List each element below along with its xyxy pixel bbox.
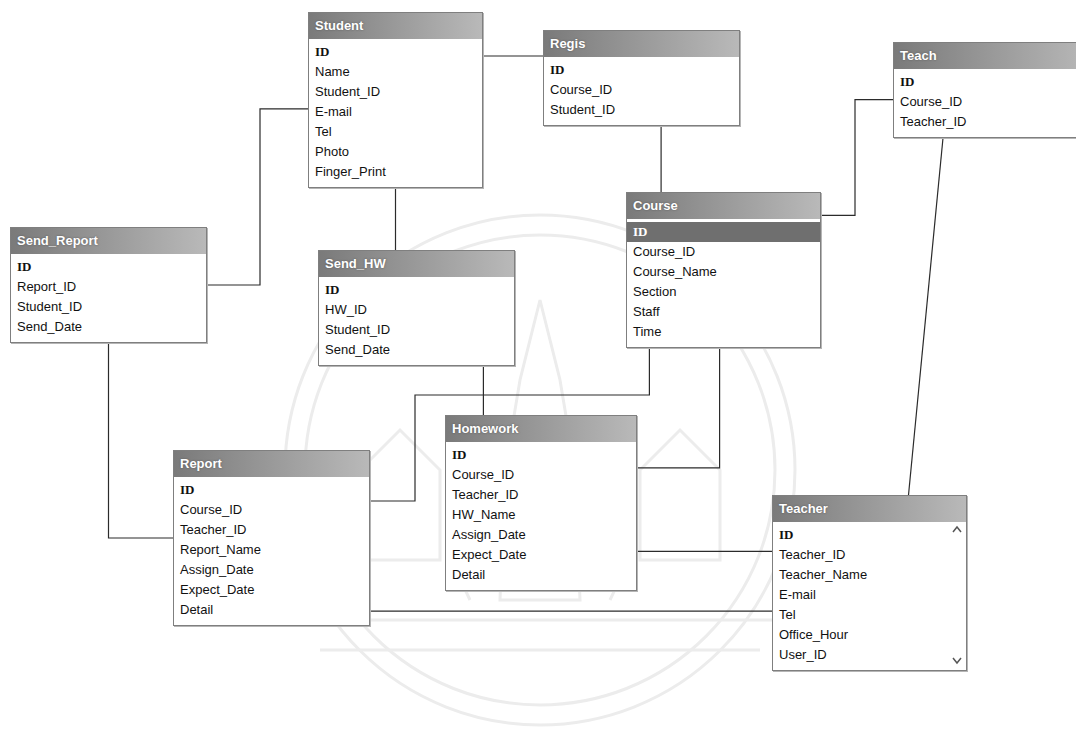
- field-name: Tel: [309, 122, 482, 142]
- relationship-line: [637, 551, 772, 552]
- relationship-line: [483, 55, 543, 56]
- table-box: TeacherIDTeacher_IDTeacher_NameE-mailTel…: [772, 495, 967, 671]
- table-box: HomeworkIDCourse_IDTeacher_IDHW_NameAssi…: [445, 415, 637, 591]
- field-name: Teacher_ID: [894, 112, 1076, 132]
- table-title: Teacher: [773, 496, 966, 522]
- field-name: Course_Name: [627, 262, 820, 282]
- table-title: Regis: [544, 31, 739, 57]
- field-name: Finger_Print: [309, 162, 482, 182]
- field-name: Time: [627, 322, 820, 342]
- field-name: Office_Hour: [773, 625, 966, 645]
- field-name: User_ID: [773, 645, 966, 665]
- table-box: RegisIDCourse_IDStudent_ID: [543, 30, 740, 126]
- field-list: IDCourse_IDTeacher_ID: [894, 69, 1076, 137]
- field-name: Staff: [627, 302, 820, 322]
- relationship-line: [207, 109, 308, 285]
- field-name: E-mail: [309, 102, 482, 122]
- field-name: Teacher_ID: [773, 545, 966, 565]
- table-box: TeachIDCourse_IDTeacher_ID: [893, 42, 1076, 138]
- field-name: Teacher_ID: [446, 485, 636, 505]
- field-name: ID: [627, 222, 820, 242]
- field-name: E-mail: [773, 585, 966, 605]
- field-list: IDCourse_IDTeacher_IDHW_NameAssign_DateE…: [446, 442, 636, 590]
- table-title: Course: [627, 193, 820, 219]
- field-name: Teacher_ID: [174, 520, 369, 540]
- field-name: Name: [309, 62, 482, 82]
- field-name: Detail: [174, 600, 369, 620]
- field-list: IDReport_IDStudent_IDSend_Date: [11, 254, 206, 342]
- table-title: Homework: [446, 416, 636, 442]
- relationship-line: [109, 343, 174, 538]
- field-name: ID: [773, 525, 966, 545]
- table-box: CourseIDCourse_IDCourse_NameSectionStaff…: [626, 192, 821, 348]
- field-name: ID: [446, 445, 636, 465]
- table-box: ReportIDCourse_IDTeacher_IDReport_NameAs…: [173, 450, 370, 626]
- field-name: Report_ID: [11, 277, 206, 297]
- table-box: Send_HWIDHW_IDStudent_IDSend_Date: [318, 250, 515, 366]
- field-list: IDNameStudent_IDE-mailTelPhotoFinger_Pri…: [309, 39, 482, 187]
- field-name: ID: [319, 280, 514, 300]
- field-name: Course_ID: [544, 80, 739, 100]
- field-list: IDCourse_IDTeacher_IDReport_NameAssign_D…: [174, 477, 369, 625]
- table-title: Student: [309, 13, 482, 39]
- field-name: HW_ID: [319, 300, 514, 320]
- field-name: Assign_Date: [446, 525, 636, 545]
- field-name: Detail: [446, 565, 636, 585]
- field-list: IDTeacher_IDTeacher_NameE-mailTelOffice_…: [773, 522, 966, 670]
- field-name: ID: [544, 60, 739, 80]
- field-name: ID: [309, 42, 482, 62]
- field-list: IDHW_IDStudent_IDSend_Date: [319, 277, 514, 365]
- table-title: Send_Report: [11, 228, 206, 254]
- scrollbar-arrows: [950, 522, 964, 668]
- field-name: Teacher_Name: [773, 565, 966, 585]
- field-name: Tel: [773, 605, 966, 625]
- field-name: Assign_Date: [174, 560, 369, 580]
- table-box: StudentIDNameStudent_IDE-mailTelPhotoFin…: [308, 12, 483, 188]
- relationship-line: [909, 138, 944, 495]
- field-name: Report_Name: [174, 540, 369, 560]
- relationship-line: [660, 126, 661, 192]
- field-name: HW_Name: [446, 505, 636, 525]
- table-title: Report: [174, 451, 369, 477]
- field-list: IDCourse_IDCourse_NameSectionStaffTime: [627, 219, 820, 347]
- field-name: Send_Date: [11, 317, 206, 337]
- field-list: IDCourse_IDStudent_ID: [544, 57, 739, 125]
- field-name: Photo: [309, 142, 482, 162]
- field-name: Student_ID: [309, 82, 482, 102]
- field-name: ID: [174, 480, 369, 500]
- field-name: Student_ID: [319, 320, 514, 340]
- table-title: Send_HW: [319, 251, 514, 277]
- field-name: ID: [894, 72, 1076, 92]
- field-name: ID: [11, 257, 206, 277]
- field-name: Course_ID: [446, 465, 636, 485]
- field-name: Course_ID: [174, 500, 369, 520]
- table-box: Send_ReportIDReport_IDStudent_IDSend_Dat…: [10, 227, 207, 343]
- field-name: Send_Date: [319, 340, 514, 360]
- relationship-line: [483, 366, 484, 415]
- field-name: Student_ID: [544, 100, 739, 120]
- field-name: Course_ID: [627, 242, 820, 262]
- field-name: Course_ID: [894, 92, 1076, 112]
- table-title: Teach: [894, 43, 1076, 69]
- relationship-line: [395, 188, 396, 250]
- relationship-line: [821, 100, 893, 216]
- field-name: Expect_Date: [174, 580, 369, 600]
- field-name: Expect_Date: [446, 545, 636, 565]
- relationship-line: [370, 611, 772, 612]
- field-name: Section: [627, 282, 820, 302]
- field-name: Student_ID: [11, 297, 206, 317]
